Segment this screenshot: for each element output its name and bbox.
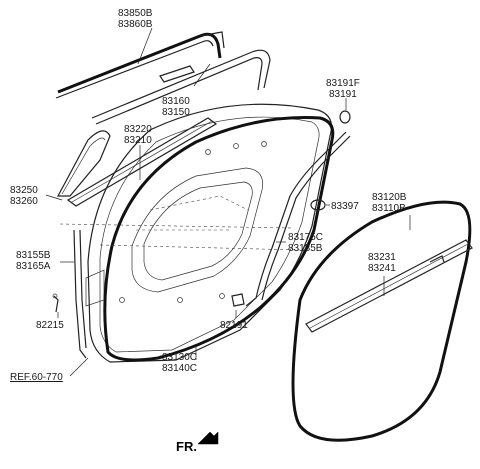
side-seal-part — [73, 229, 87, 359]
label-83860b: 83860B — [118, 19, 153, 30]
clip-part — [52, 293, 59, 313]
label-83120b: 83120B — [372, 192, 407, 203]
label-83165a: 83165A — [16, 261, 51, 272]
body-weatherstrip-part — [291, 200, 472, 442]
label-83155b: 83155B — [16, 250, 51, 261]
label-83191: 83191 — [329, 89, 357, 100]
bumper-part — [231, 293, 245, 307]
rear-seal-part — [245, 131, 351, 307]
plug-part — [339, 110, 351, 124]
label-83130c: 83130C — [162, 352, 197, 363]
label-83191f: 83191F — [326, 78, 360, 89]
lower-moulding-part — [305, 239, 473, 333]
label-83210: 83210 — [124, 135, 152, 146]
label-83185b: 83185B — [288, 243, 323, 254]
label-83850b: 83850B — [118, 8, 153, 19]
window-channel-part — [66, 117, 218, 207]
front-arrow-icon — [197, 431, 219, 445]
front-direction-indicator: FR. — [176, 431, 219, 454]
label-83175c: 83175C — [288, 232, 323, 243]
label-83110b: 83110B — [372, 203, 406, 214]
delta-seal-part — [56, 130, 111, 197]
label-83150: 83150 — [162, 107, 190, 118]
label-83231: 83231 — [368, 252, 396, 263]
ref-label: REF.60-770 — [10, 372, 63, 383]
label-83140c: 83140C — [162, 363, 197, 374]
label-82191: 82191 — [220, 320, 248, 331]
label-83397: 83397 — [331, 201, 359, 212]
grommet-part — [310, 199, 326, 211]
label-83160: 83160 — [162, 96, 190, 107]
label-83241: 83241 — [368, 263, 396, 274]
roof-moulding-part — [55, 31, 225, 99]
label-83260: 83260 — [10, 196, 38, 207]
label-83250: 83250 — [10, 185, 38, 196]
label-83220: 83220 — [124, 124, 152, 135]
label-82215: 82215 — [36, 320, 64, 331]
door-shell — [85, 103, 333, 363]
frame-moulding-part — [91, 49, 271, 125]
door-weatherstrip-part — [103, 116, 335, 362]
fr-label: FR. — [176, 439, 197, 454]
